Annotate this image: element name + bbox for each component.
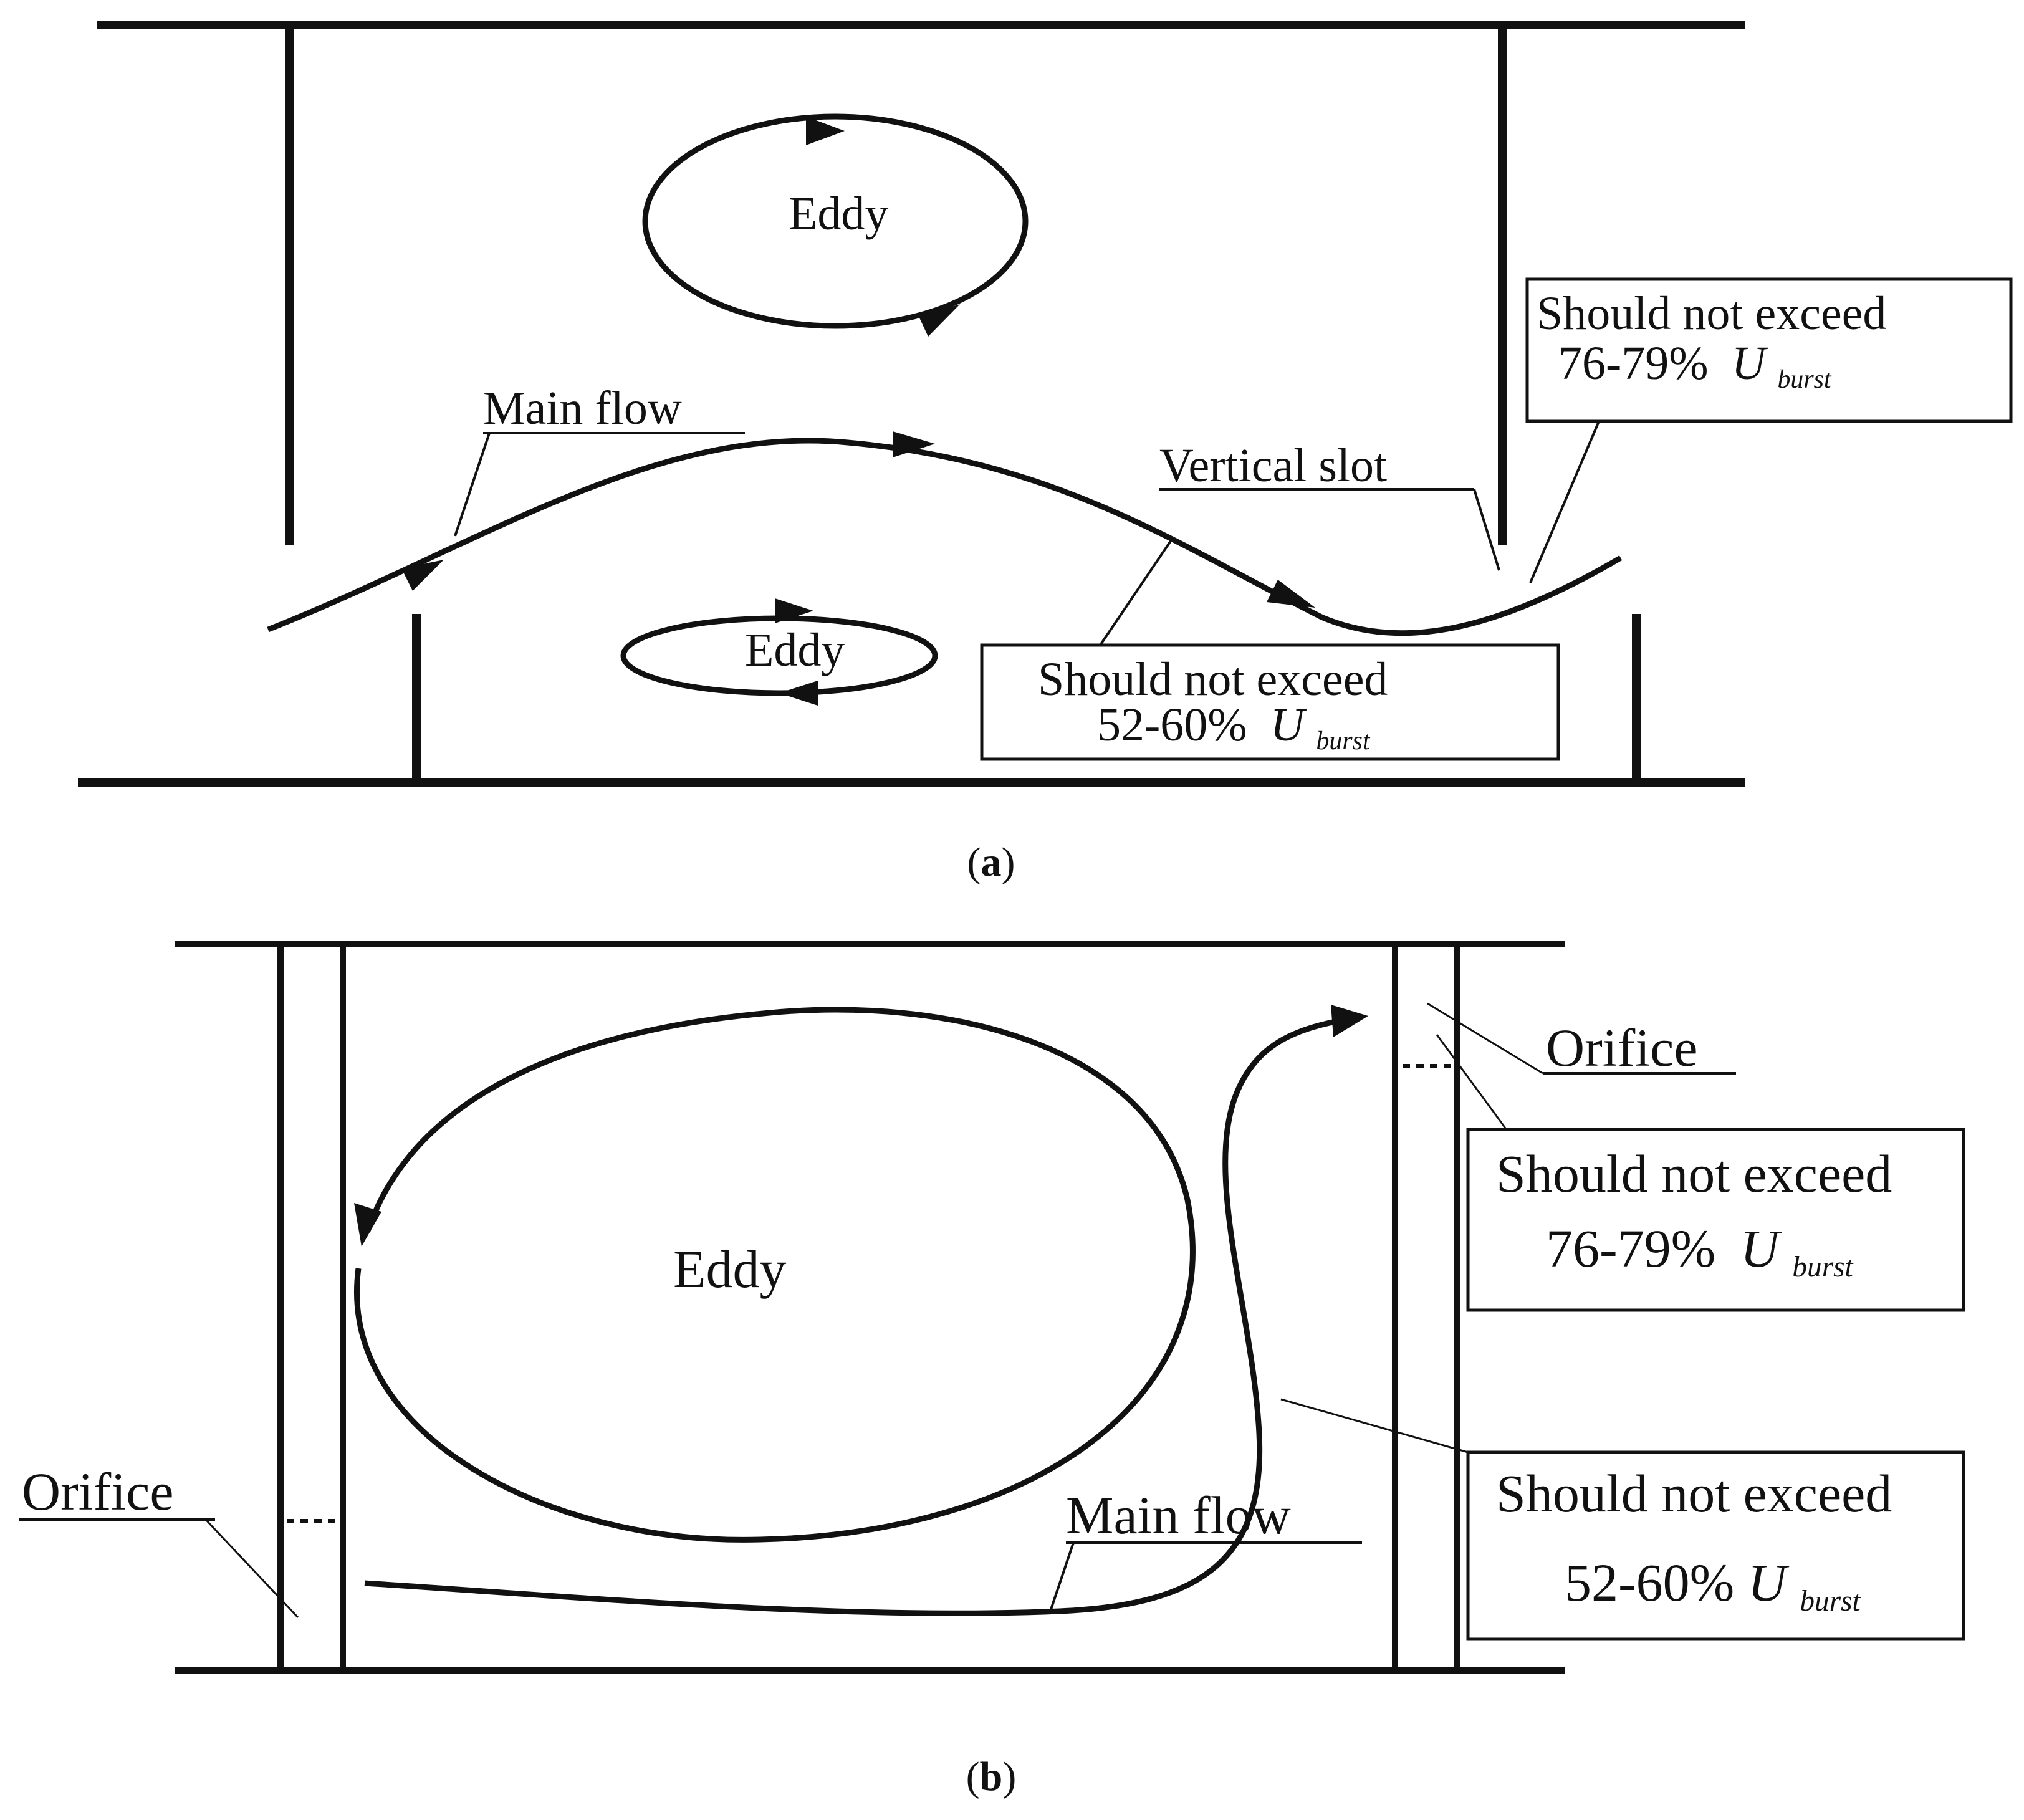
arrow-icon [401, 560, 444, 591]
velocity-limit-value: 52-60% [1565, 1553, 1734, 1612]
velocity-limit-pool-line1-a: Should not exceed [1038, 653, 1388, 706]
vertical-slot-leader-a [1473, 489, 1500, 571]
velocity-subscript: burst [1778, 365, 1832, 394]
velocity-limit-box-slot-a [1525, 277, 2013, 423]
channel-walls-b [175, 941, 1565, 1674]
main-flow-path-a [267, 438, 1623, 636]
velocity-symbol: U [1740, 1219, 1782, 1278]
main-flow-label-b: Main flow [1066, 1485, 1291, 1545]
panel-b: Eddy Main flow Orifice Should not exceed… [19, 941, 1965, 1799]
velocity-symbol: U [1270, 699, 1307, 751]
orifice-label-right-b: Orifice [1546, 1018, 1698, 1078]
vertical-slot-label-a: Vertical slot [1159, 439, 1387, 492]
arrow-icon [775, 598, 813, 623]
velocity-limit-value: 76-79% [1558, 337, 1709, 390]
eddy-label-bottom-a: Eddy [745, 624, 845, 676]
orifice-right-leader-b [1427, 1002, 1543, 1075]
arrow-icon [919, 304, 960, 337]
eddy-label-top-a: Eddy [789, 188, 888, 240]
velocity-limit-box-pool-a [980, 643, 1560, 761]
arrow-icon [893, 431, 935, 457]
velocity-limit-orifice-line2-b: 76-79% U burst [1546, 1219, 1854, 1283]
orifice-right-box-leader-b [1436, 1034, 1507, 1129]
main-flow-path-b [364, 1016, 1350, 1616]
eddy-circulation-b [354, 1007, 1196, 1543]
velocity-limit-slot-line2-a: 76-79% U burst [1558, 337, 1832, 394]
arrow-icon [779, 681, 818, 706]
main-flow-label-a: Main flow [483, 382, 682, 434]
arrow-icon [1267, 580, 1315, 608]
arrow-icon [806, 117, 845, 145]
pool-box-leader-b [1280, 1398, 1469, 1454]
velocity-limit-value: 52-60% [1097, 699, 1247, 751]
velocity-limit-slot-line1-a: Should not exceed [1537, 287, 1886, 340]
orifice-label-left-b: Orifice [22, 1462, 174, 1521]
velocity-subscript: burst [1317, 727, 1371, 755]
velocity-limit-box-orifice-b [1466, 1128, 1965, 1312]
velocity-limit-box-pool-b [1466, 1450, 1965, 1641]
velocity-subscript: burst [1800, 1585, 1861, 1617]
panel-a: Eddy Eddy Main flow Vertical slot Should… [78, 21, 2013, 885]
velocity-symbol: U [1748, 1553, 1790, 1612]
pool-box-leader-a [1099, 538, 1173, 646]
velocity-symbol: U [1732, 337, 1768, 390]
orifice-left-leader-b [204, 1518, 299, 1619]
velocity-limit-pool-line2-b: 52-60% U burst [1565, 1553, 1861, 1617]
eddy-circulation-top-a [642, 113, 1029, 329]
velocity-limit-value: 76-79% [1546, 1219, 1715, 1278]
eddy-label-b: Eddy [673, 1239, 787, 1299]
velocity-subscript: burst [1792, 1251, 1854, 1283]
main-flow-leader-a [454, 433, 491, 537]
arrow-icon [1331, 1005, 1368, 1037]
velocity-limit-pool-line2-a: 52-60% U burst [1097, 699, 1371, 755]
velocity-limit-pool-line1-b: Should not exceed [1496, 1463, 1892, 1523]
panel-a-caption: (a) [967, 840, 1015, 885]
panel-b-caption: (b) [966, 1754, 1017, 1799]
velocity-limit-orifice-line1-b: Should not exceed [1496, 1144, 1892, 1204]
arrow-icon [354, 1203, 381, 1247]
slot-box-leader-a [1529, 421, 1600, 583]
main-flow-leader-b [1049, 1542, 1075, 1612]
channel-walls-a [78, 21, 1745, 787]
